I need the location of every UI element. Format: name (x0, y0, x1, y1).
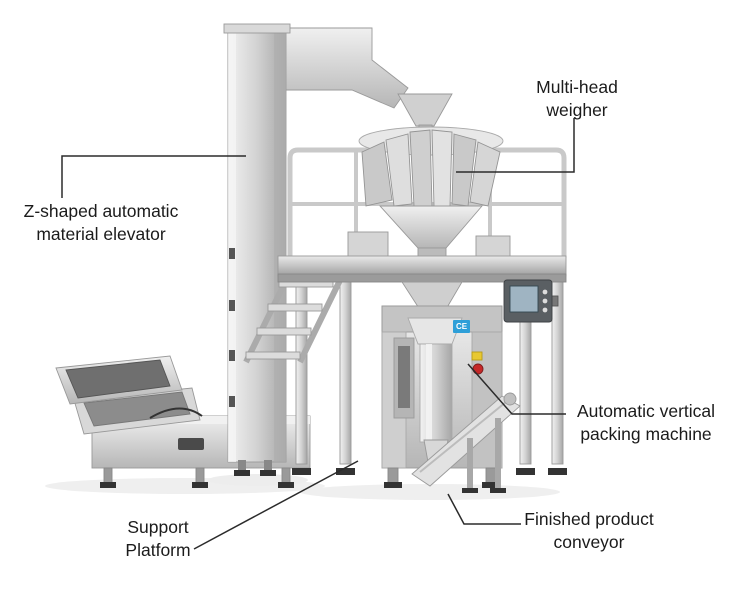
callout-line-support-platform (193, 460, 359, 550)
label-z-elevator: Z-shaped automatic material elevator (23, 201, 179, 245)
label-support-platform: Support Platform (125, 517, 191, 561)
control-panel (503, 279, 559, 323)
label-packing-machine: Automatic vertical packing machine (576, 401, 716, 445)
z-elevator (223, 23, 409, 476)
finished-product-conveyor (411, 392, 521, 493)
callout-line-conveyor (447, 493, 521, 525)
callout-line-z-elevator (61, 155, 246, 198)
ce-mark-badge: CE (453, 320, 470, 333)
callout-lines (61, 118, 575, 550)
callout-line-packing-machine (467, 363, 566, 415)
access-steps (243, 266, 349, 364)
label-multi-head-weigher: Multi-head weigher (536, 77, 618, 121)
multi-head-weigher (347, 93, 511, 259)
infeed-hopper-unit (55, 355, 311, 488)
callout-line-multi-head (456, 118, 575, 173)
label-finished-conveyor: Finished product conveyor (524, 509, 654, 553)
